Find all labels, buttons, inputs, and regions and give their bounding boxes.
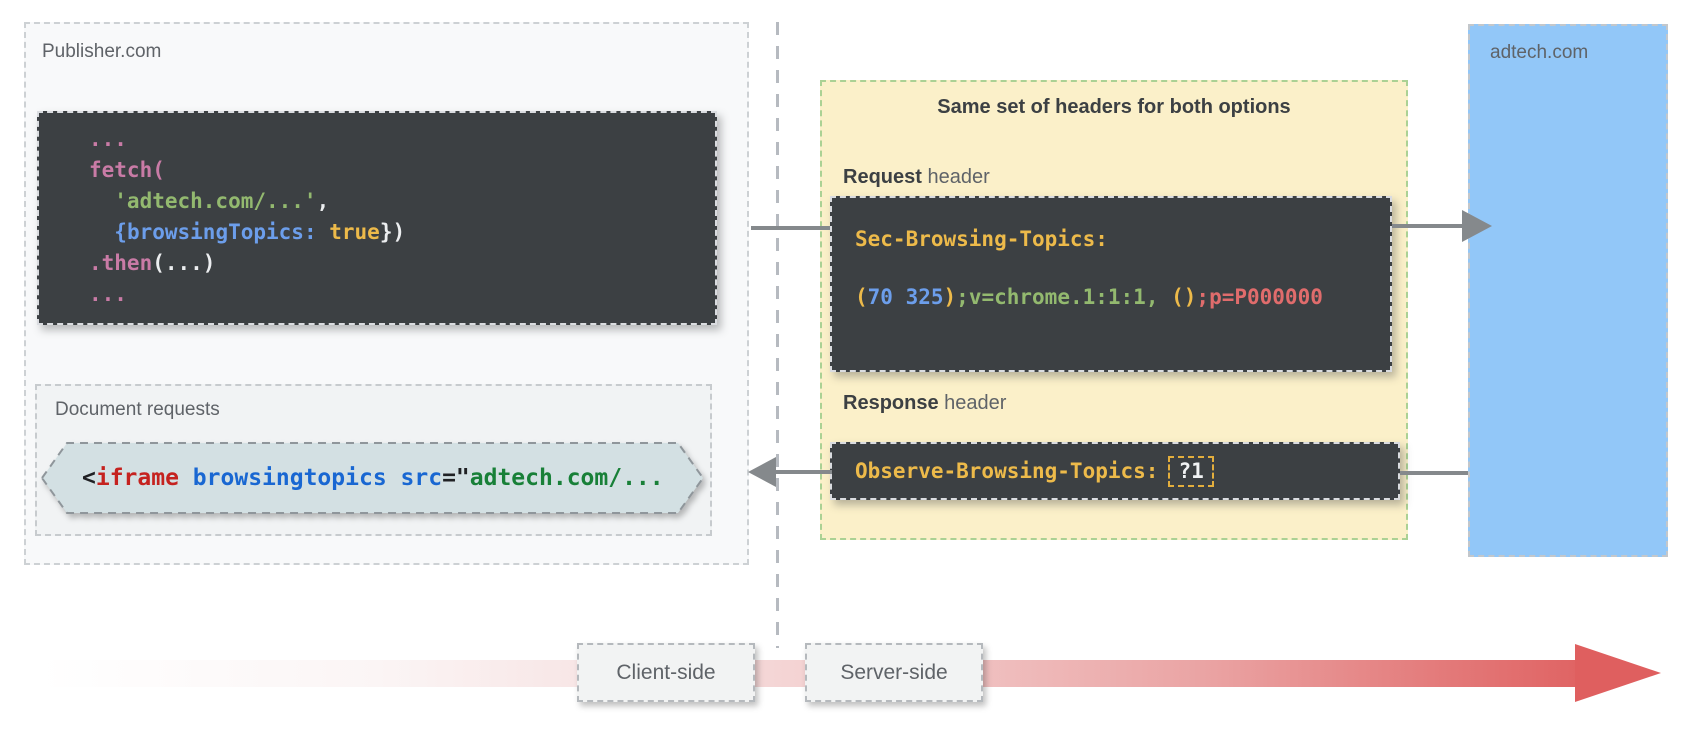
code-line: ...	[89, 124, 715, 155]
code-line: Sec-Browsing-Topics:	[855, 224, 1390, 254]
response-header-label-rest: header	[938, 392, 1007, 414]
iframe-code-line: <iframe browsingtopics src="adtech.com/.…	[82, 465, 664, 491]
code-line: 'adtech.com/...',	[89, 186, 715, 217]
code-token: ()	[1171, 285, 1197, 309]
code-token: ...	[89, 282, 127, 306]
code-token: .then	[89, 251, 153, 275]
request-arrowhead-icon	[1462, 210, 1492, 242]
response-header-label: Response header	[843, 392, 1006, 415]
code-token: )	[943, 285, 957, 309]
code-token: ...	[89, 127, 127, 151]
structured-header-value-chip: ?1	[1168, 455, 1214, 487]
code-token: Observe-Browsing-Topics:	[855, 459, 1159, 483]
response-arrowhead-icon	[748, 457, 776, 487]
adtech-label: adtech.com	[1490, 42, 1589, 63]
response-arrow-line	[776, 470, 832, 474]
request-connector-line	[751, 226, 830, 230]
request-header-label-rest: header	[921, 166, 990, 188]
adtech-panel: adtech.com	[1468, 24, 1668, 557]
document-requests-panel: Document requests <iframe browsingtopics…	[35, 384, 712, 536]
hexagon-outline	[40, 442, 705, 514]
response-header-code-block: Observe-Browsing-Topics: ?1	[830, 442, 1400, 500]
response-header-label-bold: Response	[843, 392, 939, 414]
server-side-badge: Server-side	[805, 643, 983, 702]
code-token: Sec-Browsing-Topics:	[855, 227, 1108, 251]
code-line: (70 325);v=chrome.1:1:1, ();p=P000000	[855, 282, 1390, 312]
response-connector-line	[1400, 471, 1468, 475]
code-token: 70 325	[867, 285, 944, 309]
code-token: ="	[442, 465, 470, 491]
code-token: (...)	[152, 251, 216, 275]
iframe-tag-shape: <iframe browsingtopics src="adtech.com/.…	[40, 440, 705, 516]
code-token: ,	[316, 189, 330, 213]
code-token: ;p=P000000	[1196, 285, 1323, 309]
code-token: adtech.com/...	[469, 465, 664, 491]
code-token: })	[379, 220, 406, 244]
code-token: ;v=chrome.1:1:1,	[956, 285, 1159, 309]
client-server-divider	[776, 22, 779, 648]
code-token: browsingtopics	[178, 465, 401, 491]
headers-panel: Same set of headers for both options Req…	[820, 80, 1408, 540]
code-token: {browsingTopics:	[114, 220, 317, 244]
publisher-label: Publisher.com	[42, 41, 162, 62]
headers-panel-title: Same set of headers for both options	[937, 96, 1291, 118]
code-line: ...	[89, 279, 715, 310]
request-header-code-block: Sec-Browsing-Topics: (70 325);v=chrome.1…	[830, 196, 1392, 372]
code-token: <	[82, 465, 96, 491]
request-arrow-line	[1392, 224, 1464, 228]
code-line: {browsingTopics: true})	[89, 217, 715, 248]
server-side-label: Server-side	[840, 660, 948, 684]
code-line: fetch(	[89, 155, 715, 186]
code-token	[1158, 285, 1171, 309]
code-token: src	[400, 465, 443, 491]
publisher-panel: Publisher.com ... fetch( 'adtech.com/...…	[24, 22, 749, 565]
code-token: fetch(	[89, 158, 165, 182]
code-token	[89, 220, 114, 244]
fetch-code-block: ... fetch( 'adtech.com/...', {browsingTo…	[37, 111, 717, 325]
request-header-label-bold: Request	[843, 166, 922, 188]
request-header-label: Request header	[843, 166, 990, 189]
timeline-arrowhead-icon	[1575, 644, 1661, 702]
client-side-badge: Client-side	[577, 643, 755, 702]
code-token: iframe	[95, 465, 179, 491]
client-side-label: Client-side	[616, 660, 716, 684]
document-requests-label: Document requests	[55, 399, 220, 420]
code-token: true	[316, 220, 380, 244]
code-line: .then(...)	[89, 248, 715, 279]
code-token: 'adtech.com/...'	[89, 189, 317, 213]
code-token: (	[855, 285, 868, 309]
